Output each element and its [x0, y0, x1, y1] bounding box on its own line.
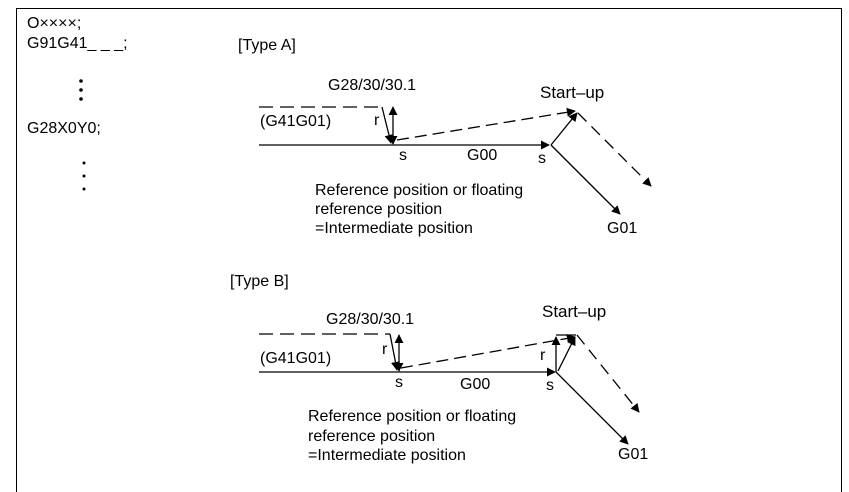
program-line-2: G91G41_ _ _;: [27, 35, 128, 52]
type-a-s-left: s: [399, 147, 407, 164]
type-b-g41-label: (G41G01): [260, 350, 332, 367]
type-b-g28-label: G28/30/30.1: [326, 311, 415, 328]
type-b-g01-path: [555, 371, 629, 445]
type-b-vector-to-ref: [389, 333, 400, 371]
program-ellipsis-upper: [79, 79, 83, 101]
type-a-dashed-diagonal: [396, 107, 576, 141]
type-b-dashed-down-right: [576, 334, 640, 413]
type-b-diagram: [259, 333, 640, 445]
type-b-ref-line-3: =Intermediate position: [308, 447, 466, 464]
type-a-dashed-down-right: [577, 112, 652, 187]
type-a-ref-line-2: reference position: [315, 201, 443, 218]
type-b-dashed-diagonal: [400, 333, 576, 369]
type-a-g00-label: G00: [467, 147, 498, 164]
type-b-g00-label: G00: [460, 376, 491, 393]
type-a-r-label: r: [374, 112, 380, 129]
type-b-heading: [Type B]: [230, 273, 289, 290]
figure-frame: [16, 8, 842, 492]
type-b-solid-to-startup: [557, 336, 576, 372]
type-a-ref-line-3: =Intermediate position: [315, 220, 473, 237]
type-b-s-left: s: [395, 374, 403, 391]
type-a-solid-to-startup: [550, 112, 578, 146]
type-a-diagram: [259, 106, 652, 215]
type-a-g01-label: G01: [607, 220, 638, 237]
type-a-g01-path: [550, 144, 621, 215]
type-b-g01-label: G01: [618, 446, 649, 463]
type-b-ref-line-1: Reference position or floating: [308, 408, 517, 425]
type-a-heading: [Type A]: [238, 37, 296, 54]
type-b-ref-line-2: reference position: [308, 428, 436, 445]
type-b-r-right: r: [540, 347, 546, 364]
type-a-g28-label: G28/30/30.1: [328, 77, 417, 94]
type-b-r-left: r: [382, 341, 388, 358]
type-a-startup-label: Start–up: [540, 83, 605, 102]
program-line-1: O××××;: [27, 15, 82, 32]
type-a-ref-line-1: Reference position or floating: [315, 182, 524, 199]
type-a-g41-label: (G41G01): [260, 113, 332, 130]
type-b-s-right: s: [546, 377, 554, 394]
program-ellipsis-lower: [82, 161, 86, 191]
type-b-startup-label: Start–up: [542, 302, 607, 321]
type-a-vector-to-ref: [381, 106, 394, 144]
type-a-s-right: s: [538, 150, 546, 167]
program-line-3: G28X0Y0;: [27, 120, 101, 137]
